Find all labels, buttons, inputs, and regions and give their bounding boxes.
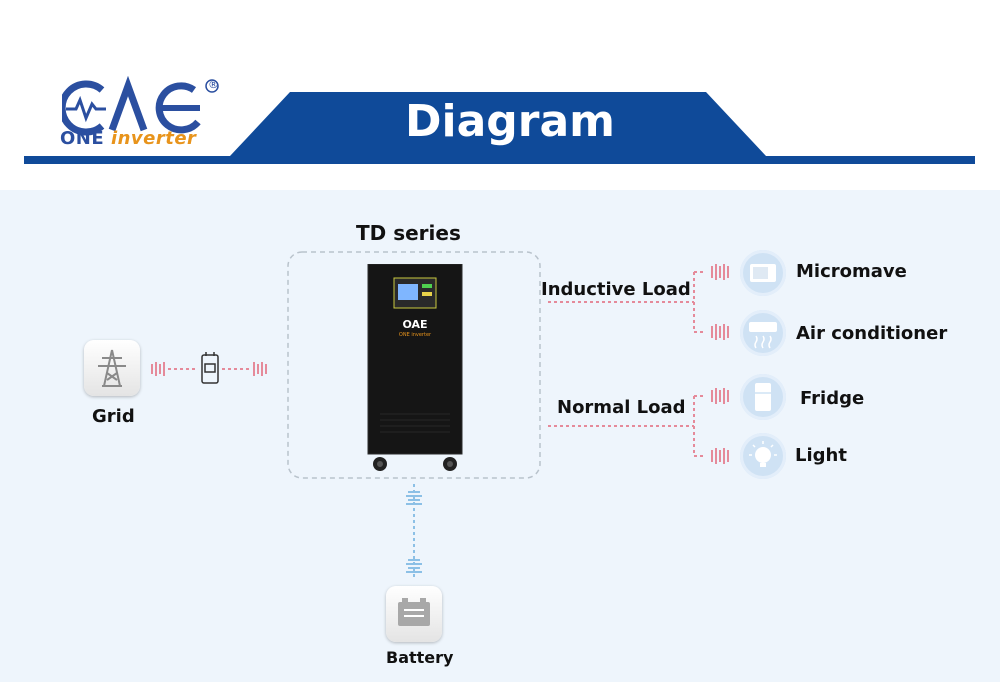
light-tile [740, 433, 786, 479]
page-title: Diagram [404, 96, 616, 147]
header: ONE inverter Diagram [0, 0, 1000, 190]
battery-wave-bottom [406, 559, 422, 573]
grid-label: Grid [92, 406, 135, 427]
breaker-icon [201, 352, 219, 384]
brand-name: ONE inverter [60, 128, 197, 149]
battery-icon [398, 598, 430, 626]
brand-logo-icon [62, 76, 219, 136]
grid-tile [84, 340, 140, 396]
air-conditioner-tile [740, 310, 786, 356]
normal-wave-2 [711, 448, 729, 464]
battery-tile [386, 586, 442, 642]
inverter-cabinet-icon: OAE ONE inverter [367, 264, 463, 471]
inductive-load-label: Inductive Load [541, 279, 691, 300]
grid-wave-left [151, 362, 165, 376]
load-label-fridge: Fridge [800, 388, 865, 409]
inductive-wave-1 [711, 264, 729, 280]
normal-load-label: Normal Load [557, 397, 686, 418]
svg-text:ONE inverter: ONE inverter [399, 332, 432, 338]
banner-shape [24, 92, 975, 164]
light-bulb-icon [749, 441, 777, 467]
product-label: TD series [356, 221, 461, 245]
air-conditioner-icon [749, 322, 777, 349]
diagram-panel [0, 190, 1000, 682]
product-enclosure [287, 251, 541, 479]
microwave-icon [750, 264, 776, 282]
registered-mark: ® [208, 78, 219, 91]
grid-wave-right [253, 362, 267, 376]
load-label-microwave: Micromave [796, 261, 907, 282]
transmission-tower-icon [98, 349, 126, 387]
load-label-air-conditioner: Air conditioner [796, 323, 948, 344]
fridge-tile [740, 374, 786, 420]
battery-label: Battery [386, 648, 454, 667]
inductive-wave-2 [711, 324, 729, 340]
fridge-icon [755, 383, 771, 411]
battery-wave-top [406, 491, 422, 505]
load-label-light: Light [795, 445, 847, 466]
normal-wave-1 [711, 388, 729, 404]
svg-text:OAE: OAE [402, 318, 427, 331]
microwave-tile [740, 250, 786, 296]
